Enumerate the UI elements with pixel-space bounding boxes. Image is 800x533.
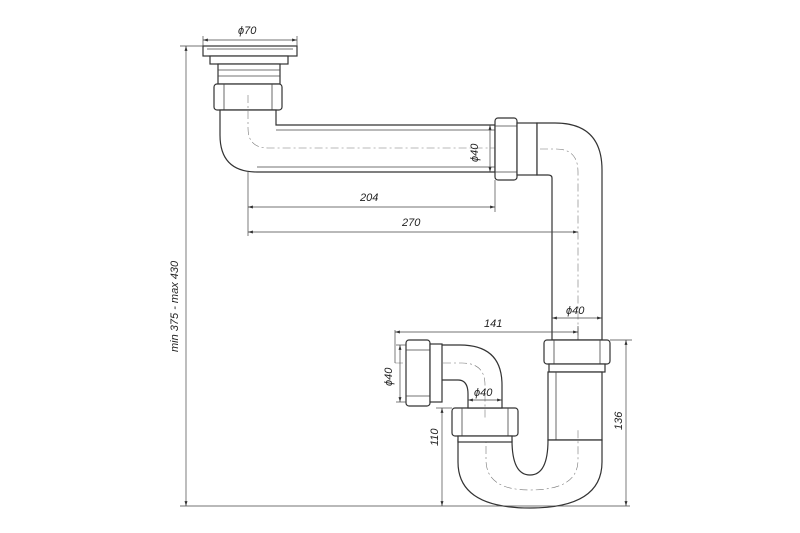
- dim-total-height: min 375 - max 430: [169, 45, 630, 507]
- dim-top-flange: ϕ70: [202, 25, 298, 46]
- dim-141: 141: [394, 318, 579, 363]
- dim-vertical-pipe-dia: ϕ40: [552, 305, 602, 320]
- dim-204: 204: [247, 172, 496, 236]
- label-total-height: min 375 - max 430: [169, 260, 181, 352]
- label-top-flange-dia: ϕ70: [238, 25, 257, 37]
- label-141: 141: [484, 318, 502, 330]
- label-outlet-dia: ϕ40: [383, 367, 395, 386]
- sink-drain-flange: [202, 45, 298, 85]
- horizontal-branch-pipe: [219, 95, 540, 173]
- label-110: 110: [429, 428, 441, 446]
- label-204: 204: [359, 192, 378, 204]
- dim-270: 270: [248, 217, 578, 234]
- dim-outlet-dia: ϕ40: [383, 344, 406, 403]
- inner-branch-nut: [451, 407, 519, 443]
- label-136: 136: [613, 411, 625, 430]
- horizontal-pipe-nut: [494, 117, 538, 181]
- side-outlet-elbow: [395, 339, 503, 420]
- trap-body: [457, 371, 603, 509]
- label-vertical-pipe-dia: ϕ40: [566, 305, 585, 317]
- dim-136: 136: [610, 339, 632, 506]
- label-inner-branch-dia: ϕ40: [474, 387, 493, 399]
- label-270: 270: [401, 217, 421, 229]
- vertical-pipe-nut: [543, 339, 611, 373]
- dim-horizontal-pipe-dia: ϕ40: [469, 125, 492, 172]
- dim-inner-branch-dia: ϕ40: [468, 387, 502, 402]
- label-horizontal-pipe-dia: ϕ40: [469, 143, 481, 162]
- dim-110: 110: [429, 407, 452, 506]
